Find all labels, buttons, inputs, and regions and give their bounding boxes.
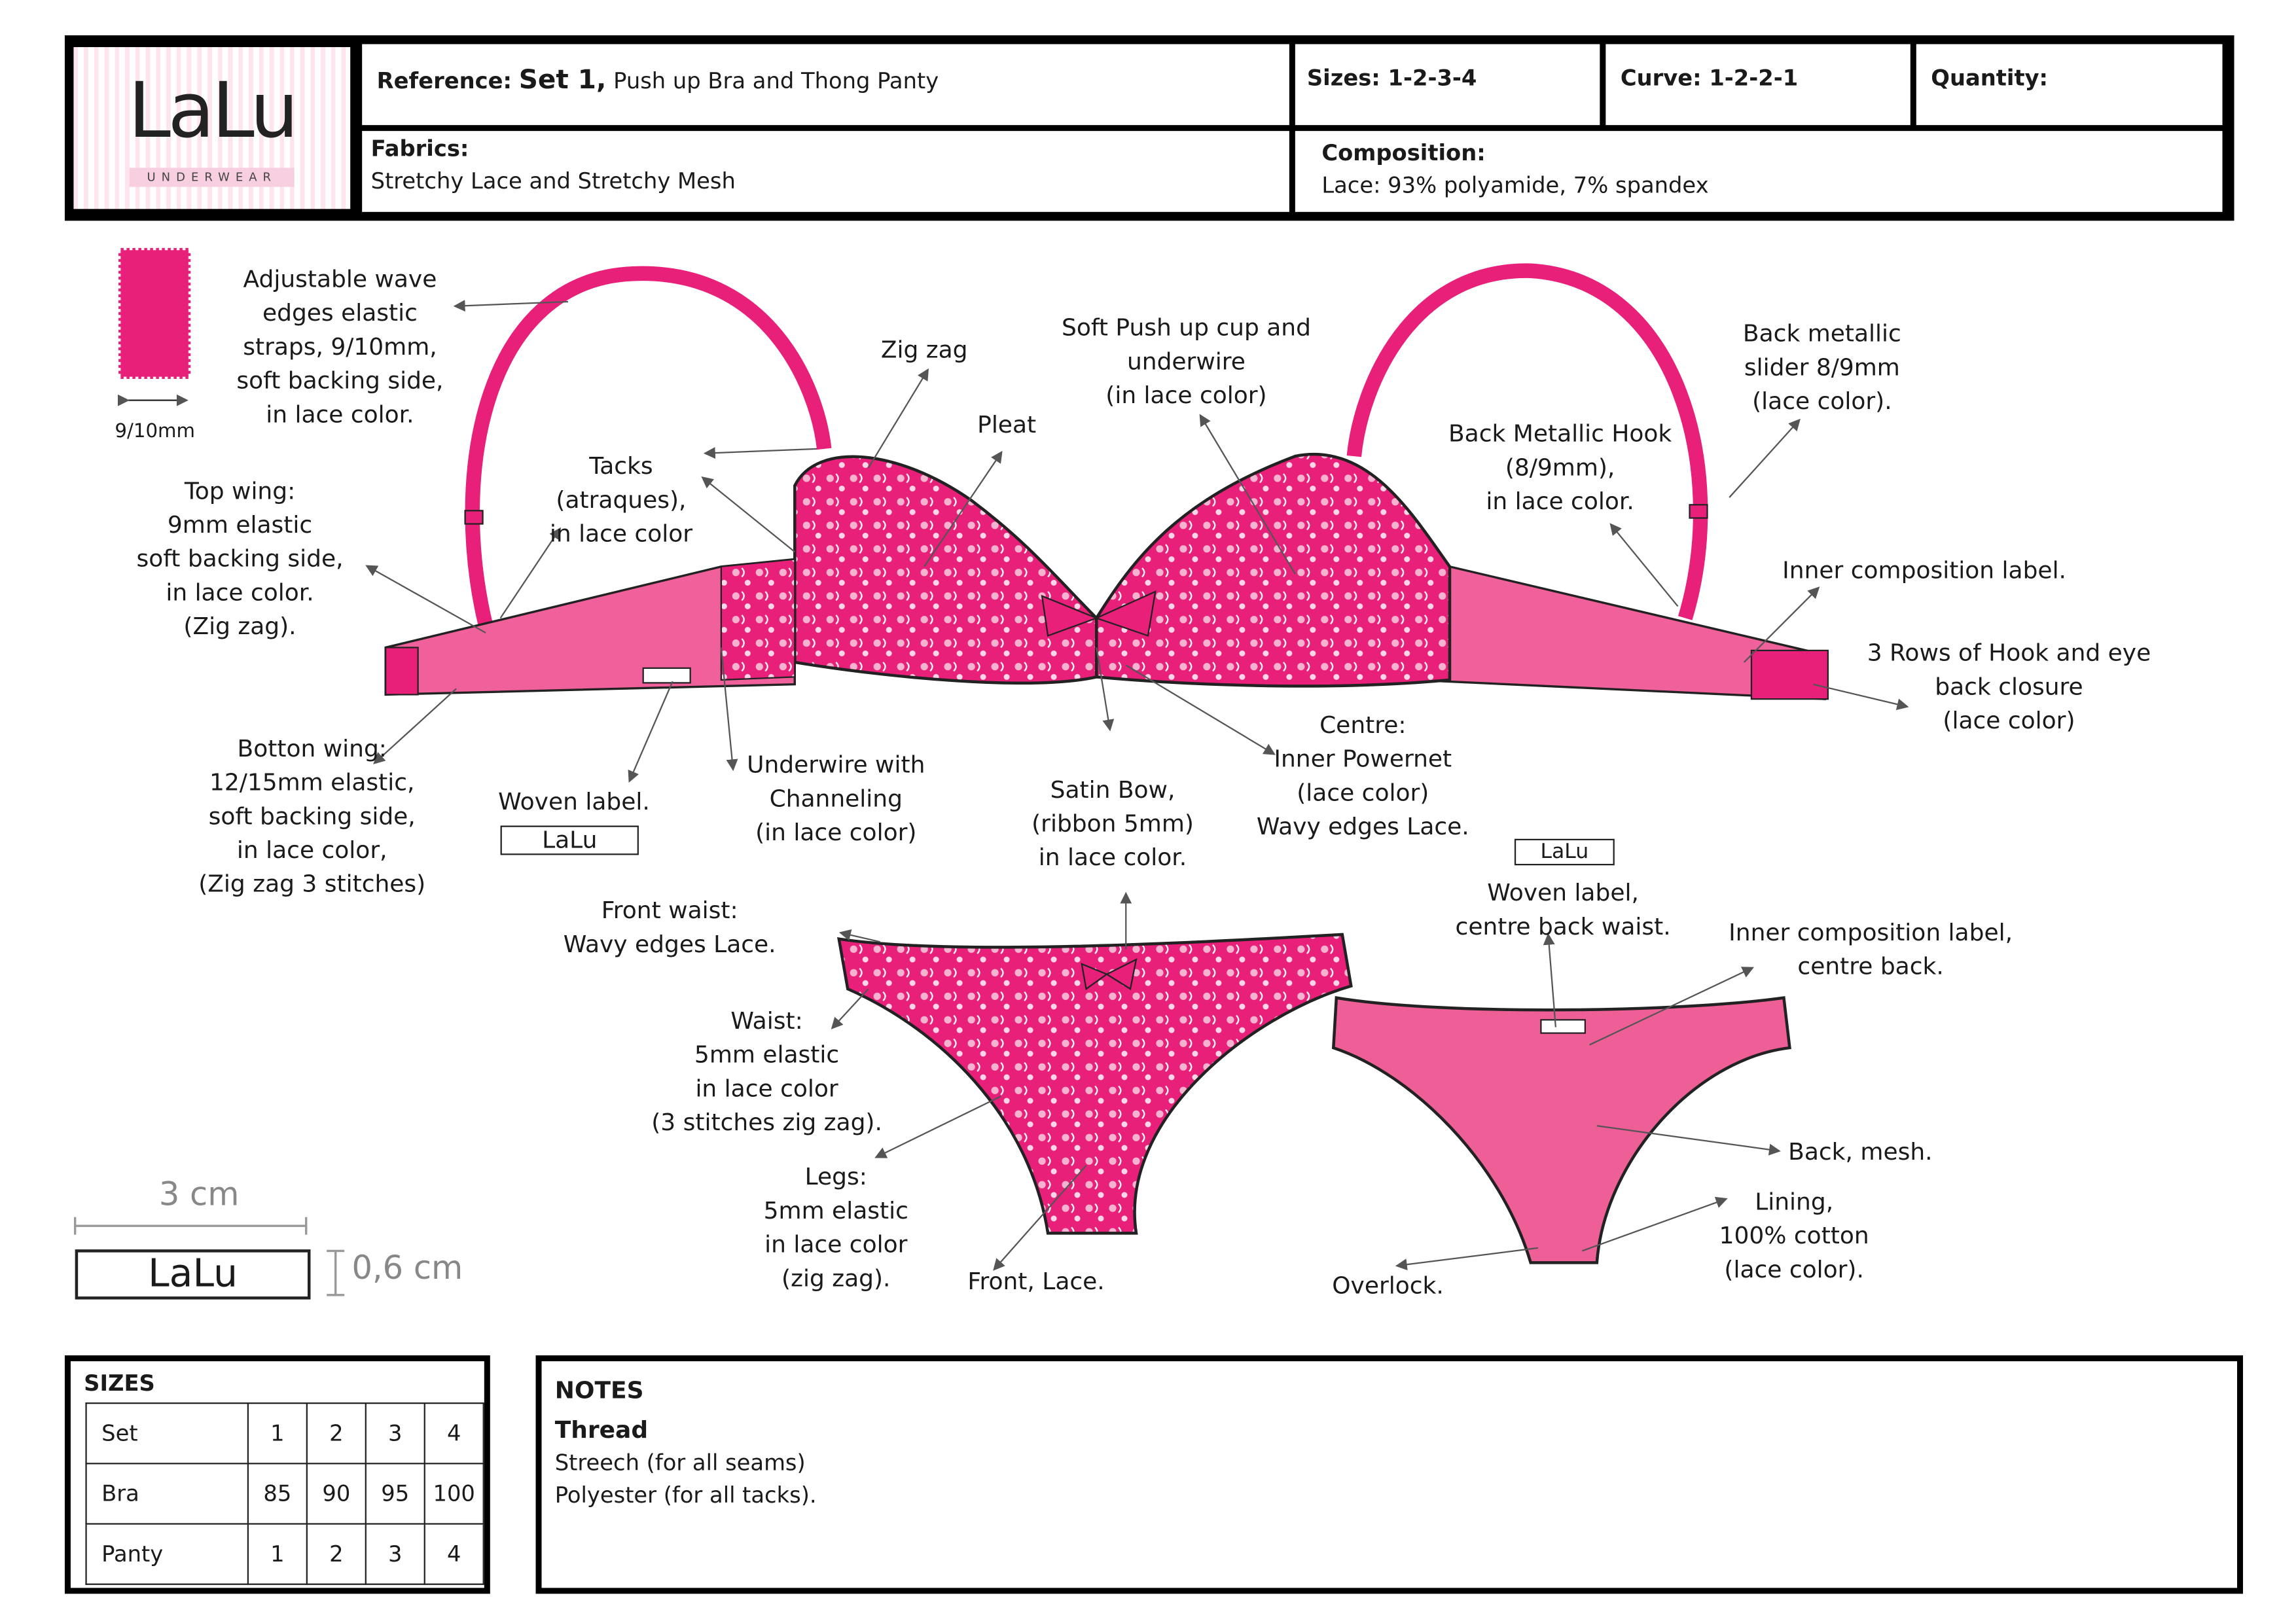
sizes-title: SIZES <box>84 1370 155 1397</box>
annotation-waist: Waist: 5mm elastic in lace color (3 stit… <box>651 1007 882 1136</box>
reference-desc: Push up Bra and Thong Panty <box>613 67 939 94</box>
annotation-inner-label-panty: Inner composition label, centre back. <box>1729 918 2013 980</box>
annotation-legs: Legs: 5mm elastic in lace color (zig zag… <box>763 1162 908 1293</box>
sizes-cell: 100 <box>423 1463 484 1525</box>
woven-label-sample: LaLu <box>500 825 639 855</box>
annotation-cup: Soft Push up cup and underwire (in lace … <box>1061 313 1311 410</box>
annotation-tacks: Tacks (atraques), in lace color <box>549 452 693 548</box>
annotation-pleat: Pleat <box>977 410 1037 439</box>
curve-value: Curve: 1-2-2-1 <box>1620 64 1799 92</box>
woven-label-back-sample: LaLu <box>1514 838 1615 866</box>
reference-label: Reference: <box>376 67 512 94</box>
sizes-cell: 3 <box>365 1402 425 1465</box>
sizes-cell: 85 <box>247 1463 308 1525</box>
annotation-overlock: Overlock. <box>1332 1271 1444 1300</box>
annotation-underwire: Underwire with Channeling (in lace color… <box>747 750 925 847</box>
swatch-width-label: 9/10mm <box>115 421 196 443</box>
sizes-value: Sizes: 1-2-3-4 <box>1306 64 1477 92</box>
label-dimension-marks <box>73 1217 345 1296</box>
fabrics-value: Stretchy Lace and Stretchy Mesh <box>370 168 736 194</box>
sizes-cell: 1 <box>247 1402 308 1465</box>
sizes-cell: 4 <box>423 1523 484 1585</box>
strap-swatch <box>117 247 191 406</box>
annotation-closure: 3 Rows of Hook and eye back closure (lac… <box>1867 638 2151 735</box>
annotation-woven-back: Woven label, centre back waist. <box>1455 878 1671 940</box>
annotation-front: Front, Lace. <box>967 1267 1105 1295</box>
annotation-woven-label: Woven label. <box>498 787 650 815</box>
sizes-cell: 2 <box>306 1402 367 1465</box>
annotation-bow: Satin Bow, (ribbon 5mm) in lace color. <box>1031 776 1194 872</box>
front-panty <box>837 933 1353 1235</box>
annotation-inner-label-bra: Inner composition label. <box>1782 556 2066 584</box>
back-panty <box>1331 995 1791 1264</box>
annotation-bottom-wing: Botton wing: 12/15mm elastic, soft backi… <box>198 734 426 898</box>
sizes-cell: 90 <box>306 1463 367 1525</box>
sizes-row-label: Bra <box>85 1463 249 1525</box>
composition-value: Lace: 93% polyamide, 7% spandex <box>1321 172 1709 199</box>
logo-tagline: UNDERWEAR <box>129 168 295 187</box>
annotation-front-waist: Front waist: Wavy edges Lace. <box>563 896 776 958</box>
annotation-slider: Back metallic slider 8/9mm (lace color). <box>1742 319 1901 416</box>
sizes-cell: 4 <box>423 1402 484 1465</box>
annotation-top-wing: Top wing: 9mm elastic soft backing side,… <box>136 476 344 641</box>
quantity-label: Quantity: <box>1931 64 2049 92</box>
sizes-cell: 3 <box>365 1523 425 1585</box>
curve-cell: Curve: 1-2-2-1 <box>1605 44 1910 126</box>
fabrics-cell: Fabrics: Stretchy Lace and Stretchy Mesh <box>362 131 1289 212</box>
sizes-row-label: Panty <box>85 1523 249 1585</box>
annotation-lining: Lining, 100% cotton (lace color). <box>1719 1187 1869 1283</box>
fabrics-label: Fabrics: <box>370 135 469 162</box>
sizes-cell: 2 <box>306 1523 367 1585</box>
sizes-cell: 1 <box>247 1523 308 1585</box>
sizes-row-label: Set <box>85 1402 249 1465</box>
reference-set: Set 1, <box>518 64 607 96</box>
label-width-dimension: 3 cm <box>158 1177 240 1215</box>
reference-cell: Reference: Set 1, Push up Bra and Thong … <box>362 44 1289 126</box>
label-spec-sample: LaLu <box>75 1249 311 1300</box>
composition-cell: Composition: Lace: 93% polyamide, 7% spa… <box>1295 131 2223 212</box>
notes-panel: NOTES Thread Streech (for all seams) Pol… <box>535 1355 2244 1594</box>
annotation-straps: Adjustable wave edges elastic straps, 9/… <box>236 264 444 429</box>
label-height-dimension: 0,6 cm <box>351 1251 463 1288</box>
quantity-cell: Quantity: <box>1916 44 2223 126</box>
brand-logo: LaLu UNDERWEAR <box>73 46 351 209</box>
notes-line: Streech (for all seams) <box>554 1449 806 1476</box>
sizes-cell: 95 <box>365 1463 425 1525</box>
composition-label: Composition: <box>1321 139 1486 167</box>
leader-lines <box>365 300 1909 1271</box>
annotation-hook: Back Metallic Hook (8/9mm), in lace colo… <box>1448 419 1672 516</box>
sizes-cell: Sizes: 1-2-3-4 <box>1295 44 1600 126</box>
annotation-back: Back, mesh. <box>1788 1137 1933 1166</box>
notes-title: NOTES <box>554 1376 644 1404</box>
bra <box>384 263 1829 700</box>
annotation-zigzag: Zig zag <box>880 335 968 364</box>
annotation-centre: Centre: Inner Powernet (lace color) Wavy… <box>1256 711 1469 841</box>
notes-subtitle: Thread <box>554 1416 649 1444</box>
logo-word: LaLu <box>128 67 299 156</box>
notes-line: Polyester (for all tacks). <box>554 1482 817 1508</box>
